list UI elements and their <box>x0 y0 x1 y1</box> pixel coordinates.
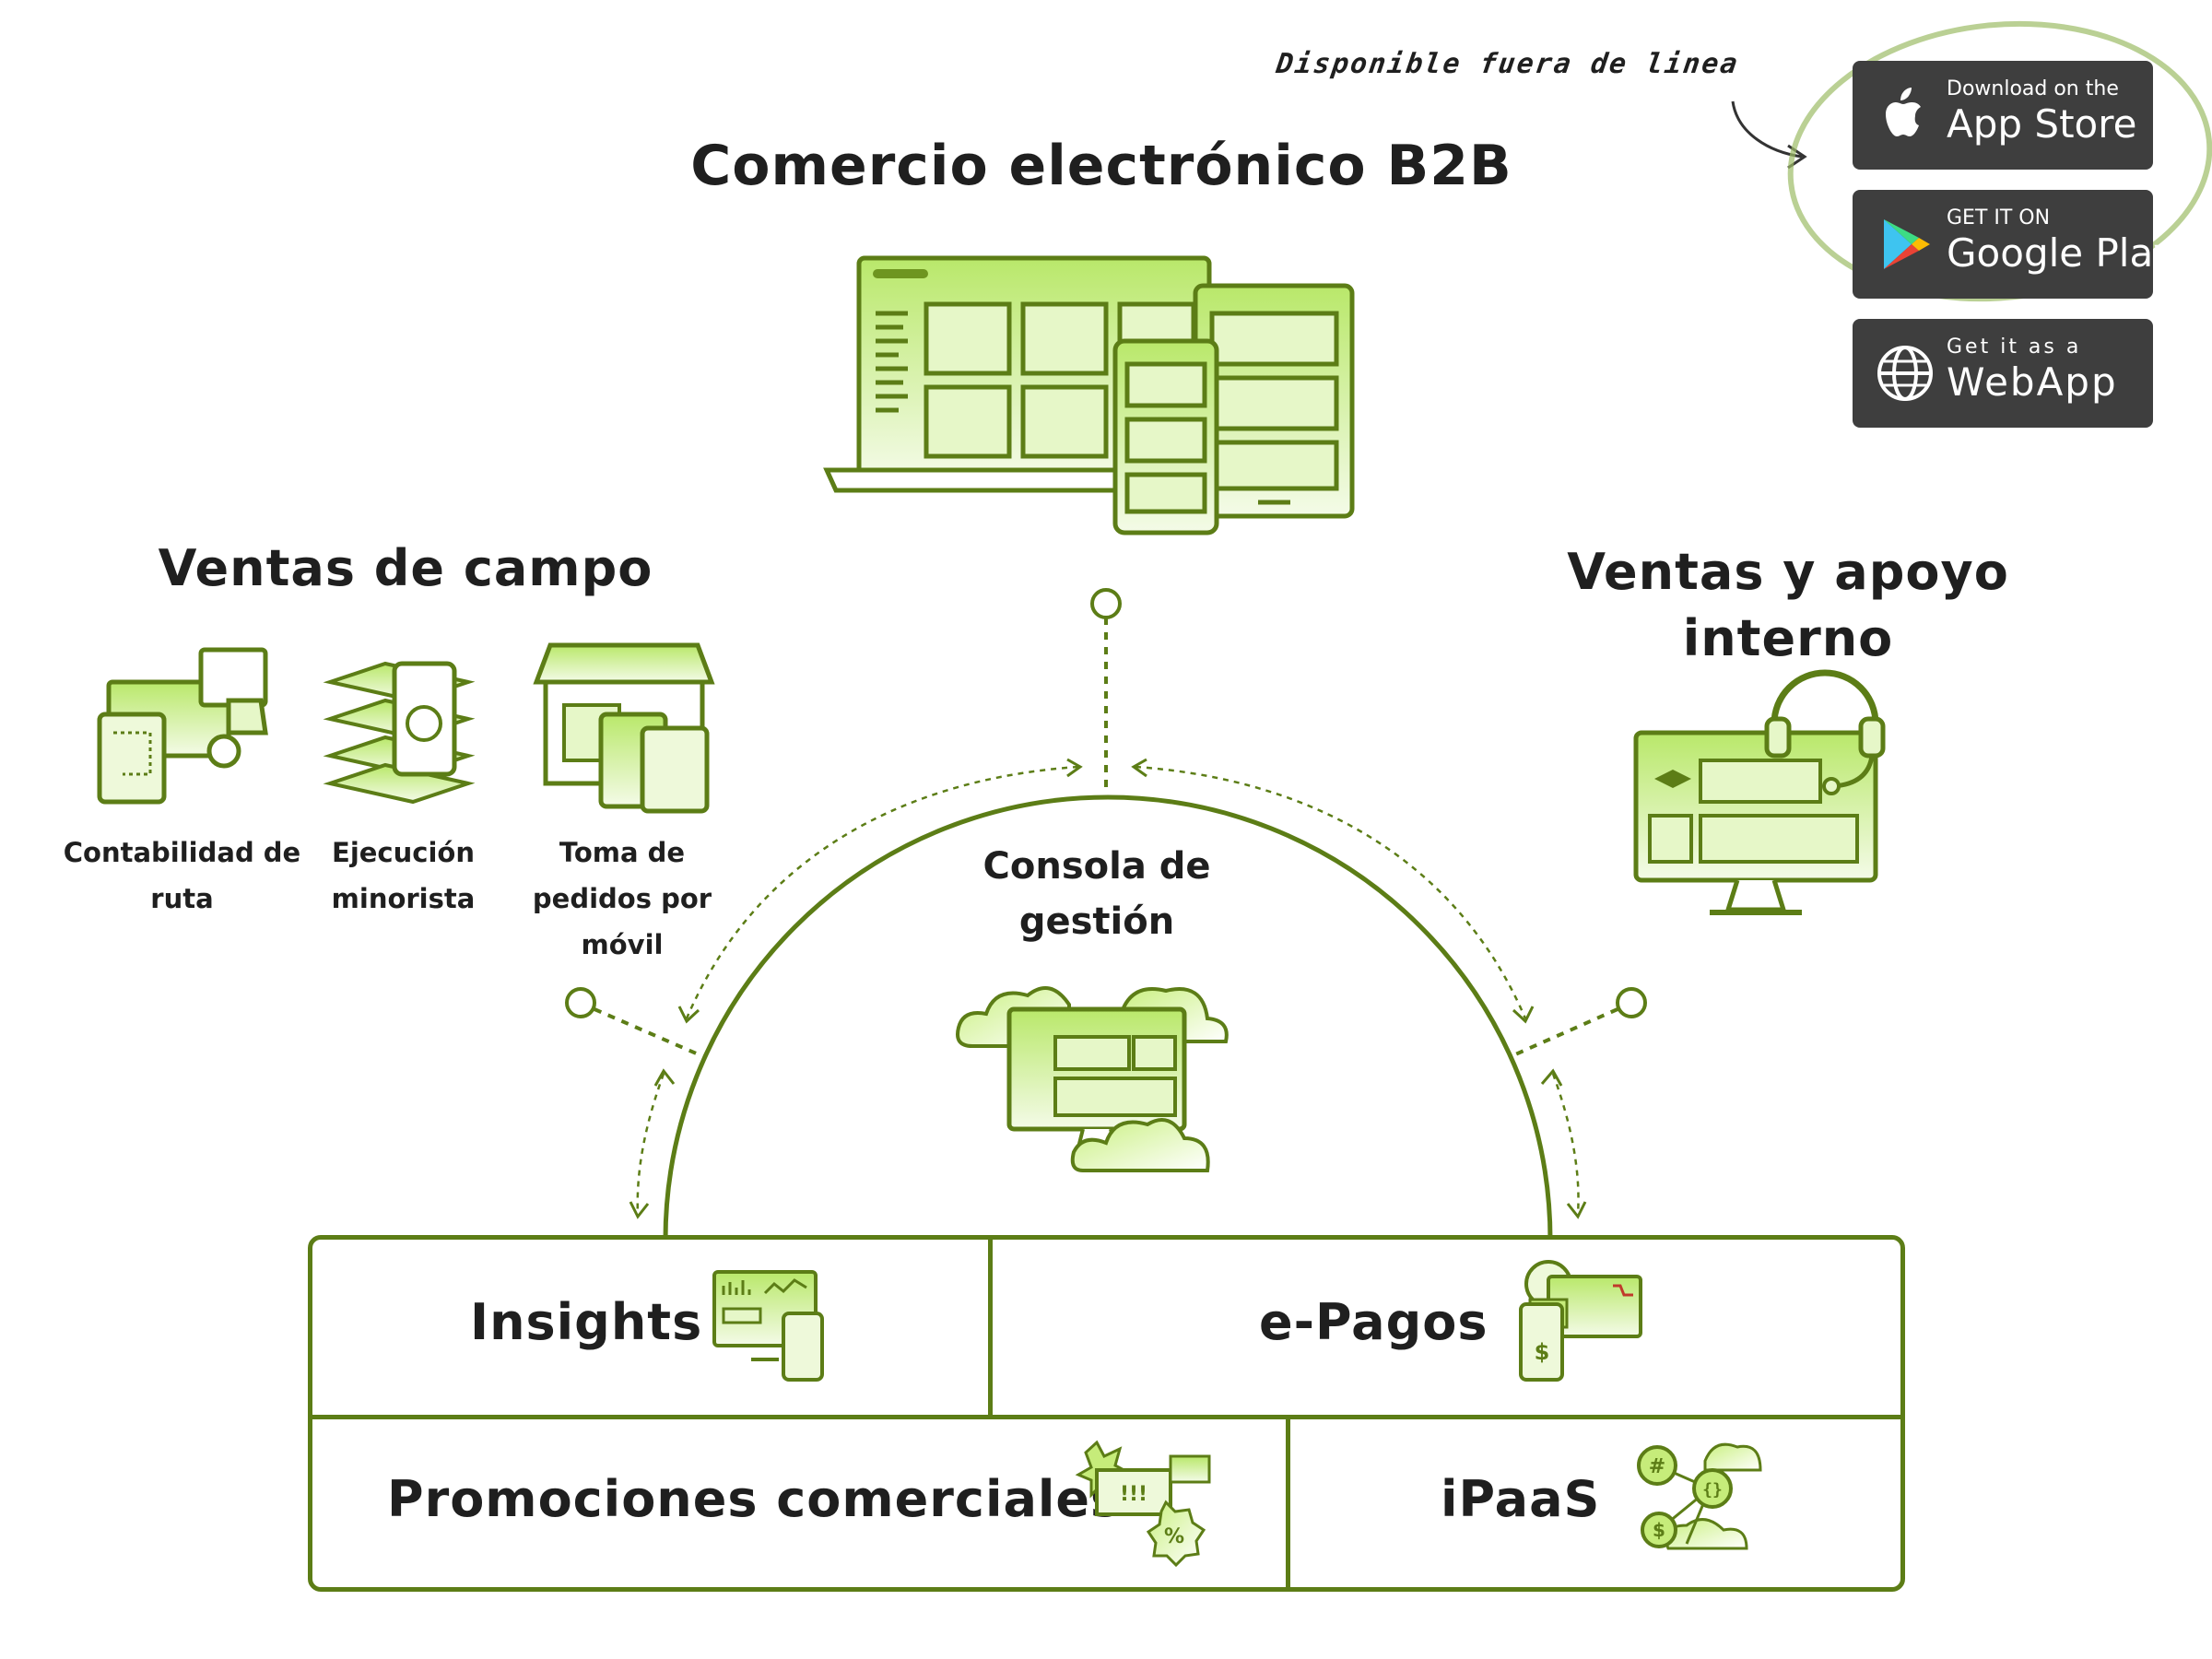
insights-label: Insights <box>470 1293 703 1351</box>
insights-module[interactable] <box>308 1235 993 1419</box>
code-braces-text: {} <box>1702 1480 1723 1500</box>
b2b-ecommerce-title: Comercio electrónico B2B <box>690 134 1512 198</box>
promotions-icon: !!! % <box>1075 1440 1211 1568</box>
mobile-order-taking-icon <box>533 642 715 814</box>
webapp-badge[interactable]: Get it as a WebApp <box>1853 319 2153 428</box>
webapp-small-label: Get it as a <box>1947 335 2082 359</box>
google-play-badge[interactable]: GET IT ON Google Play <box>1853 190 2176 299</box>
mobile-order-taking-label: Toma de pedidos por móvil <box>532 837 712 960</box>
dollar-sign: $ <box>1535 1339 1550 1365</box>
b2b-devices-icon <box>823 255 1355 535</box>
cloud-console-icon <box>956 986 1229 1172</box>
apple-icon <box>1886 88 1921 136</box>
google-play-small-label: GET IT ON <box>1947 206 2051 229</box>
globe-icon <box>1877 346 1933 401</box>
promociones-label: Promociones comerciales <box>387 1470 1122 1528</box>
ipaas-module[interactable] <box>1286 1415 1905 1592</box>
ipaas-integration-icon: # {} $ <box>1637 1442 1762 1550</box>
app-store-big-label: App Store <box>1947 101 2137 147</box>
ipaas-label: iPaaS <box>1441 1470 1601 1528</box>
app-store-badge[interactable]: Download on the App Store <box>1853 61 2153 170</box>
google-play-icon <box>1884 219 1930 269</box>
route-accounting-label: Contabilidad de ruta <box>63 837 301 914</box>
epagos-label: e-Pagos <box>1259 1293 1488 1351</box>
epagos-payment-icon: $ <box>1519 1260 1642 1382</box>
field-sales-title: Ventas de campo <box>158 539 653 597</box>
retail-execution-label: Ejecución minorista <box>331 837 476 914</box>
google-play-big-label: Google Play <box>1947 230 2177 276</box>
ipaas-dollar-text: $ <box>1653 1519 1665 1541</box>
retail-execution-icon <box>323 661 476 805</box>
exclamation-text: !!! <box>1120 1483 1147 1506</box>
insights-dashboard-icon <box>712 1270 824 1382</box>
webapp-big-label: WebApp <box>1947 359 2118 405</box>
hash-text: # <box>1649 1455 1665 1478</box>
percent-text: % <box>1164 1525 1184 1548</box>
inside-sales-title: Ventas y apoyo interno <box>1567 543 2009 667</box>
console-title: Consola de gestión <box>982 845 1211 943</box>
route-accounting-icon <box>97 647 268 805</box>
support-monitor-icon <box>1633 669 1886 915</box>
app-store-small-label: Download on the <box>1947 77 2119 100</box>
